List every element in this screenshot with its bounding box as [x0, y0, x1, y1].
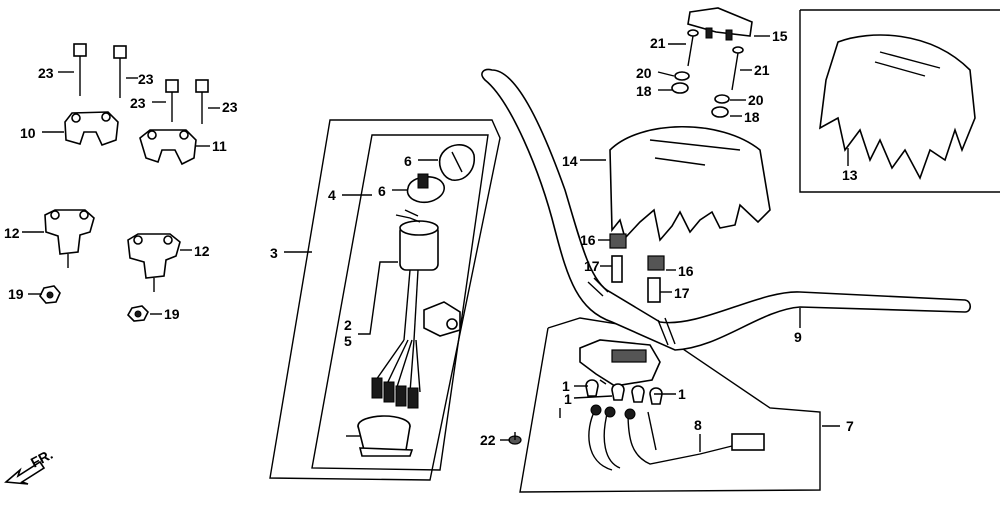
label-19-a: 19 — [8, 286, 24, 302]
assembly-frame-3 — [269, 119, 501, 481]
washer-20-left[interactable] — [674, 71, 690, 81]
inset-frame-13 — [799, 9, 1000, 193]
handlebar-cover-14[interactable] — [609, 125, 771, 242]
bolt-21-left[interactable] — [687, 29, 699, 67]
bolt-23-c[interactable] — [165, 79, 179, 122]
label-14: 14 — [562, 153, 578, 169]
label-8: 8 — [694, 417, 702, 433]
spacer-17-right[interactable] — [647, 277, 661, 303]
label-12-a: 12 — [4, 225, 20, 241]
label-1-a: 1 — [562, 378, 570, 394]
bulb-1-a[interactable] — [585, 379, 599, 397]
screw-22[interactable] — [508, 432, 522, 445]
assembly-frame-4 — [311, 134, 489, 471]
ignition-switch-body[interactable] — [395, 209, 439, 341]
lower-holder-12-right[interactable] — [127, 233, 181, 292]
label-16-a: 16 — [580, 232, 596, 248]
label-23-d: 23 — [222, 99, 238, 115]
lower-holder-12-left[interactable] — [44, 209, 95, 268]
label-19-b: 19 — [164, 306, 180, 322]
nut-19-right[interactable] — [127, 305, 149, 322]
key-cylinder-small[interactable] — [423, 301, 461, 337]
label-18-a: 18 — [636, 83, 652, 99]
handlebar-cover-13[interactable] — [819, 34, 976, 180]
collar-18-left[interactable] — [671, 82, 689, 94]
leader-lines — [22, 35, 849, 452]
wire-harness-8[interactable] — [588, 404, 765, 471]
label-1-c: 1 — [678, 386, 686, 402]
bolt-23-d[interactable] — [195, 79, 209, 124]
label-7: 7 — [846, 418, 854, 434]
nut-16-left[interactable] — [609, 233, 627, 249]
label-21-a: 21 — [650, 35, 666, 51]
ignition-lock-housing[interactable] — [357, 415, 414, 457]
nut-16-right[interactable] — [647, 255, 665, 271]
bolt-21-right[interactable] — [731, 46, 744, 91]
bulb-1-d[interactable] — [649, 387, 663, 405]
spacer-17-left[interactable] — [611, 255, 623, 283]
label-20-a: 20 — [636, 65, 652, 81]
assembly-frame-7 — [519, 317, 821, 493]
upper-holder-11[interactable] — [139, 129, 197, 166]
collar-18-right[interactable] — [711, 106, 729, 118]
label-13: 13 — [842, 167, 858, 183]
label-21-b: 21 — [754, 62, 770, 78]
label-5: 5 — [344, 333, 352, 349]
ignition-cap-6-top[interactable] — [438, 144, 475, 181]
clamp-15[interactable] — [687, 7, 753, 41]
label-18-b: 18 — [744, 109, 760, 125]
label-1-b: 1 — [564, 391, 572, 407]
nut-19-left[interactable] — [39, 285, 61, 304]
label-17-b: 17 — [674, 285, 690, 301]
ignition-connector[interactable] — [371, 339, 421, 409]
label-17-a: 17 — [584, 258, 600, 274]
label-4: 4 — [328, 187, 336, 203]
bolt-23-b[interactable] — [113, 45, 127, 98]
label-22: 22 — [480, 432, 496, 448]
upper-holder-10[interactable] — [64, 111, 119, 146]
handlebar[interactable] — [481, 68, 972, 351]
label-23-b: 23 — [138, 71, 154, 87]
label-2: 2 — [344, 317, 352, 333]
label-20-b: 20 — [748, 92, 764, 108]
bolt-23-a[interactable] — [73, 43, 87, 96]
label-23-c: 23 — [130, 95, 146, 111]
label-12-b: 12 — [194, 243, 210, 259]
label-10: 10 — [20, 125, 36, 141]
label-6-a: 6 — [404, 153, 412, 169]
label-11: 11 — [212, 138, 227, 154]
label-3: 3 — [270, 245, 278, 261]
bulb-1-c[interactable] — [631, 385, 645, 403]
label-6-b: 6 — [378, 183, 386, 199]
label-16-b: 16 — [678, 263, 694, 279]
label-9: 9 — [794, 329, 802, 345]
indicator-housing[interactable] — [579, 339, 661, 387]
label-23-a: 23 — [38, 65, 54, 81]
front-direction-arrow: FR. — [4, 446, 55, 485]
ignition-cap-6-bottom[interactable] — [406, 173, 445, 204]
washer-20-right[interactable] — [714, 94, 730, 104]
bulb-1-b[interactable] — [611, 383, 625, 401]
label-15: 15 — [772, 28, 788, 44]
